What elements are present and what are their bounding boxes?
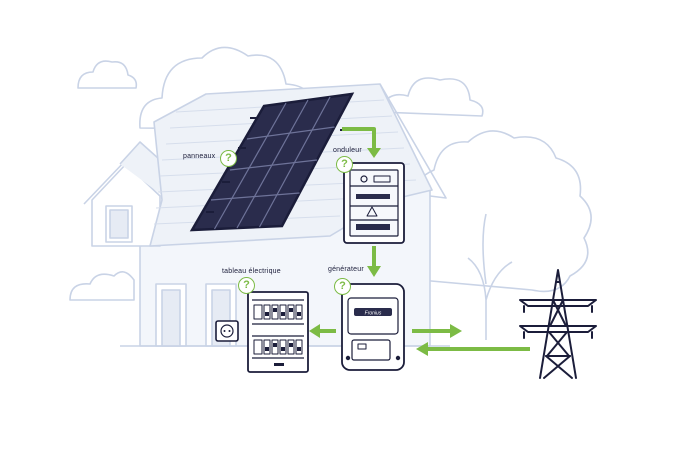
label-generator: générateur — [328, 266, 364, 273]
label-panels: panneaux — [183, 153, 216, 160]
cloud-left — [77, 60, 138, 89]
inverter-box — [343, 162, 405, 244]
wall-socket — [215, 320, 239, 342]
solar-panel — [189, 92, 355, 232]
generator-box — [341, 283, 405, 371]
help-marker-inverter[interactable]: ? — [336, 156, 353, 173]
generator-brand: Fronius — [365, 311, 382, 317]
bush-left — [69, 271, 135, 301]
electrical-panel — [247, 291, 309, 373]
energy-flow-arrows — [309, 127, 530, 356]
label-inverter: onduleur — [333, 147, 362, 154]
cloud-right — [379, 77, 484, 117]
help-marker-generator[interactable]: ? — [334, 278, 351, 295]
arrow-panel-to-inverter — [342, 127, 376, 150]
label-electrical-panel: tableau électrique — [222, 268, 281, 275]
help-marker-electrical-panel[interactable]: ? — [238, 277, 255, 294]
tree — [398, 130, 592, 340]
electricity-pylon — [519, 269, 597, 379]
help-marker-panels[interactable]: ? — [220, 150, 237, 167]
